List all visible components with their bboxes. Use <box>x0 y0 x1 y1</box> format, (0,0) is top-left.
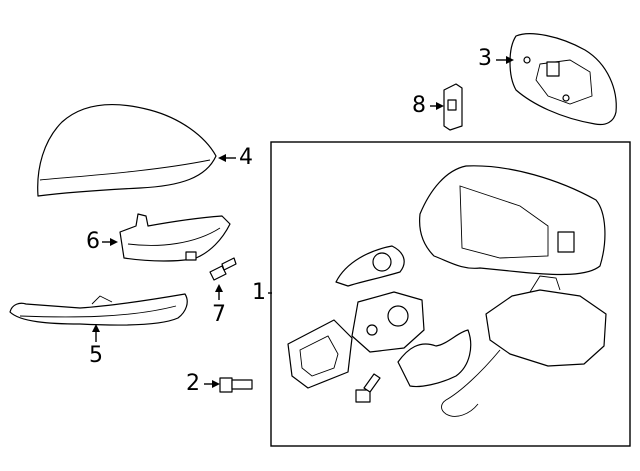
callout-4: 4 <box>239 145 253 170</box>
leader-6 <box>102 238 118 246</box>
inner-cover-part <box>397 329 472 388</box>
assembly-box <box>270 141 631 447</box>
mirror-cover-part <box>37 104 217 197</box>
leader-2 <box>204 380 220 388</box>
callout-7: 7 <box>212 302 226 327</box>
wiring-harness-part <box>441 275 607 417</box>
screw-part-7 <box>209 257 237 281</box>
callout-1: 1 <box>252 280 266 305</box>
bolt-part-2 <box>219 377 253 393</box>
mirror-housing-part <box>419 165 606 276</box>
base-plate-part <box>287 319 353 389</box>
callout-5: 5 <box>89 343 103 368</box>
lower-cover-part <box>9 293 188 326</box>
leader-8 <box>430 102 444 110</box>
callout-8: 8 <box>412 93 426 118</box>
leader-4 <box>218 154 236 162</box>
screw-part-inner <box>355 373 381 403</box>
callout-3: 3 <box>478 46 492 71</box>
leader-7 <box>215 284 223 300</box>
bracket-part-8 <box>443 83 463 131</box>
leader-5 <box>92 324 100 342</box>
actuator-part <box>335 245 405 287</box>
callout-2: 2 <box>186 371 200 396</box>
leader-3 <box>496 56 514 64</box>
mirror-glass-part <box>509 33 617 126</box>
turn-signal-part <box>119 213 231 262</box>
callout-6: 6 <box>86 229 100 254</box>
motor-part <box>351 291 425 353</box>
